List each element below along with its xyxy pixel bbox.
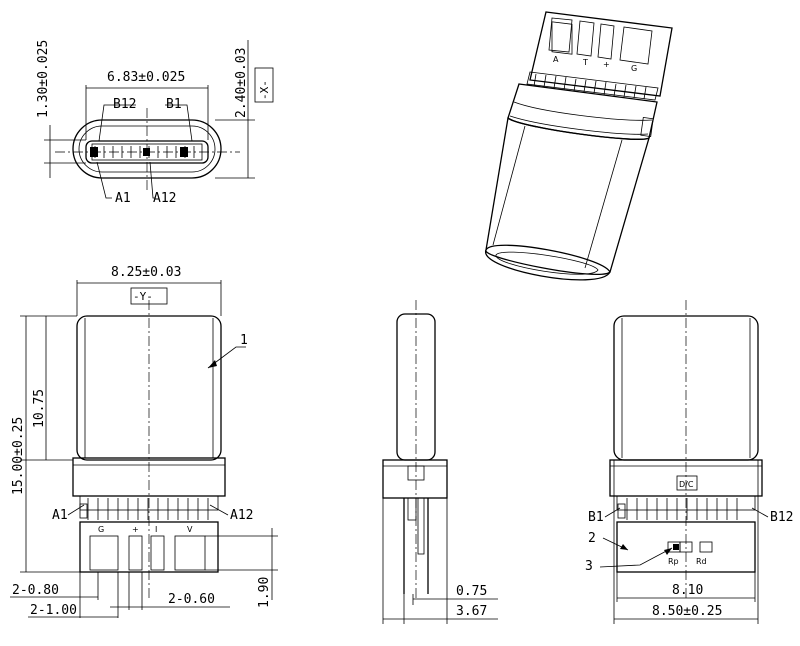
iso-label-t: T (582, 58, 588, 67)
front-left-height-dim: 1.30±0.025 (36, 40, 51, 118)
side-dim-thickness: 0.75 (456, 584, 487, 599)
top-dim-pad-h: 1.90 (257, 577, 272, 608)
pin-label-a12: A12 (153, 191, 176, 206)
top-shell (76, 315, 222, 461)
top-shell-length-dim: 10.75 (32, 389, 47, 428)
top-view: G + I V 8.25±0.03 -Y- 15.00±0.25 10.75 1… (10, 265, 278, 618)
iso-shell (485, 116, 651, 276)
bottom-label-rd: Rd (696, 557, 707, 566)
iso-pad-plus (597, 23, 615, 60)
bottom-label-rp: Rp (668, 557, 679, 566)
iso-label-a: A (553, 55, 559, 64)
pin-label-b12: B12 (113, 97, 136, 112)
iso-label-plus: + (603, 60, 610, 69)
plug-isometric: A T + G (485, 11, 673, 281)
bottom-callout-2: 2 (588, 531, 596, 546)
top-width-dim: 8.25±0.03 (111, 265, 181, 280)
iso-pin-comb (526, 71, 659, 101)
bottom-pins (617, 498, 738, 520)
top-pin-a1: A1 (52, 508, 68, 523)
front-width-dim: 6.83±0.025 (107, 70, 185, 85)
top-pad-i (150, 535, 165, 571)
top-label-i: I (155, 525, 157, 534)
iso-pad-t (576, 20, 595, 57)
bottom-pin-comb (616, 495, 756, 511)
bottom-resistor-rd (699, 541, 713, 553)
top-total-length-dim: 15.00±0.25 (11, 417, 26, 495)
bottom-pin-b1: B1 (588, 510, 604, 525)
iso-pad-a (548, 17, 573, 53)
top-pin-comb (79, 495, 219, 511)
pin-label-b1: B1 (166, 97, 182, 112)
bottom-pin-b12: B12 (770, 510, 793, 525)
side-view: 0.75 3.67 (382, 300, 498, 624)
iso-label-g: G (631, 64, 637, 73)
top-dim-pitch-060: 2-0.60 (168, 592, 215, 607)
top-label-v: V (187, 525, 193, 534)
top-pad-g (89, 535, 119, 571)
top-dim-pitch-100: 2-1.00 (30, 603, 77, 618)
top-label-plus: + (132, 525, 139, 534)
datum-x-box (254, 67, 274, 103)
pin-label-a1: A1 (115, 191, 131, 206)
datum-x-label: -X- (258, 80, 271, 100)
bottom-tag-dc: D/C (679, 480, 694, 489)
bottom-callout-3: 3 (585, 559, 593, 574)
front-right-height-dim: 2.40±0.03 (234, 48, 249, 118)
top-pin-a12: A12 (230, 508, 253, 523)
bottom-view: D/C Rp Rd B1 B12 2 3 (585, 300, 793, 624)
front-view: 6.83±0.025 1.30±0.025 2.40±0.03 -X- B12 … (36, 40, 274, 206)
side-dim-total: 3.67 (456, 604, 487, 619)
iso-mating-face (485, 244, 611, 281)
top-callout-1: 1 (240, 333, 248, 348)
top-dim-pitch-080: 2-0.80 (12, 583, 59, 598)
datum-y-label: -Y- (133, 290, 153, 303)
top-pad-v (174, 535, 206, 571)
top-pins (79, 498, 209, 520)
iso-pad-g (619, 26, 653, 65)
dc-tag-box (676, 475, 698, 491)
top-pad-plus (128, 535, 143, 571)
front-outer-shell (72, 119, 222, 179)
bottom-dim-outer: 8.50±0.25 (652, 604, 722, 619)
top-label-g: G (98, 525, 104, 534)
bottom-dim-inner: 8.10 (672, 583, 703, 598)
datum-y-box (130, 287, 168, 305)
iso-pcb (529, 11, 673, 97)
